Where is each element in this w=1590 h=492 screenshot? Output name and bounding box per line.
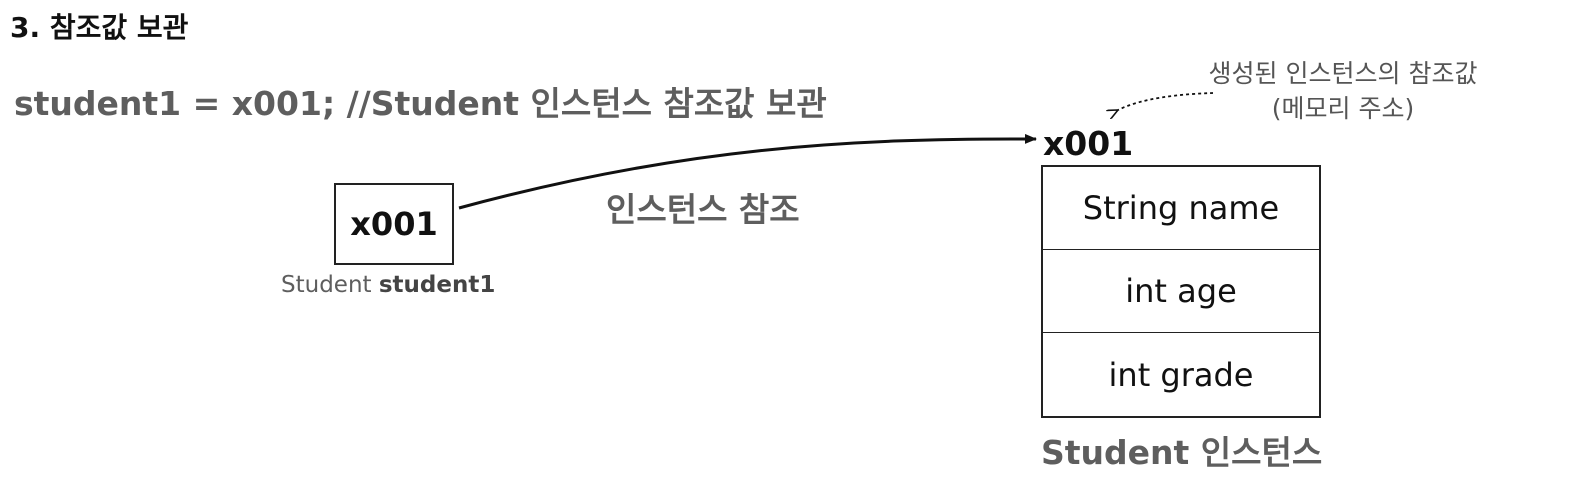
variable-declaration: Student student1 xyxy=(281,270,495,300)
address-note: 생성된 인스턴스의 참조값 (메모리 주소) xyxy=(1198,56,1488,126)
field-name: String name xyxy=(1043,167,1319,250)
instance-box: String name int age int grade xyxy=(1041,165,1321,418)
variable-name: student1 xyxy=(378,272,496,298)
instance-label: Student 인스턴스 xyxy=(1041,433,1323,472)
variable-value: x001 xyxy=(350,205,438,243)
address-note-line2: (메모리 주소) xyxy=(1271,94,1415,123)
instance-address: x001 xyxy=(1043,124,1134,163)
code-statement: student1 = x001; //Student 인스턴스 참조값 보관 xyxy=(14,84,827,123)
address-note-line1: 생성된 인스턴스의 참조값 xyxy=(1208,59,1478,88)
reference-label: 인스턴스 참조 xyxy=(606,190,800,229)
field-age: int age xyxy=(1043,250,1319,333)
section-title: 3. 참조값 보관 xyxy=(10,11,189,44)
variable-box: x001 xyxy=(334,183,454,265)
variable-type: Student xyxy=(281,272,372,298)
field-grade: int grade xyxy=(1108,355,1254,394)
